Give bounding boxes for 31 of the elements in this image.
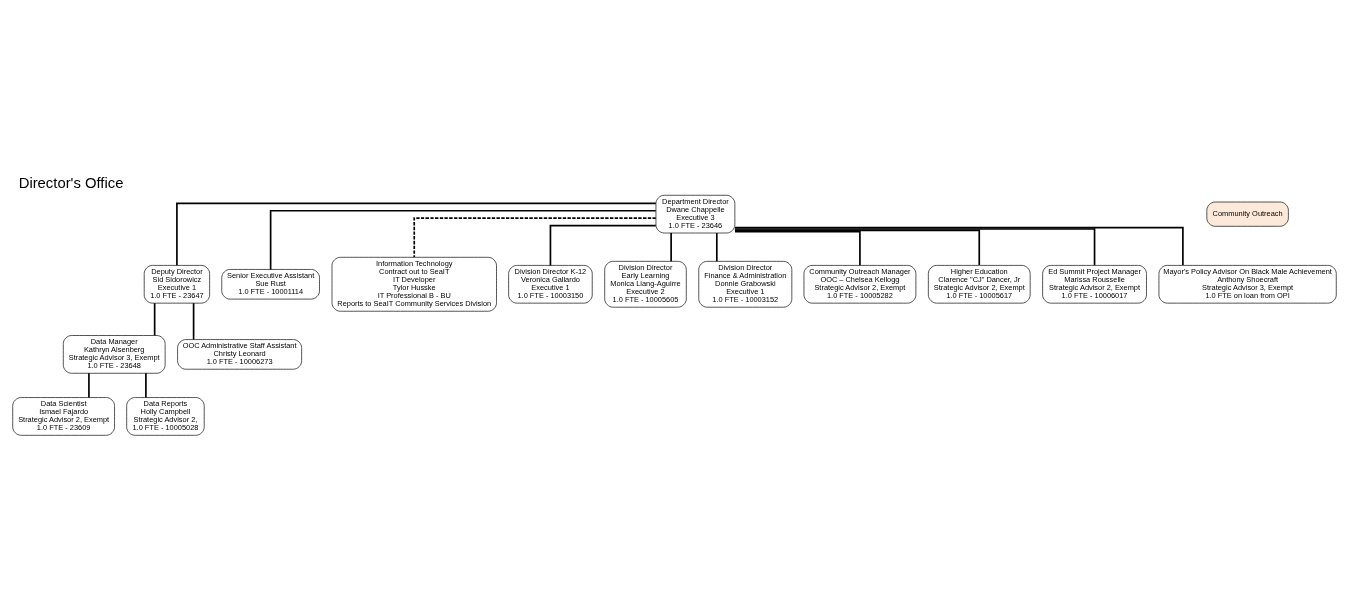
- connector: [549, 224, 657, 266]
- node-box: Data Reports Holly Campbell Strategic Advisor 2, 1.0 FTE - 10005028: [126, 396, 205, 436]
- connector: [176, 202, 657, 266]
- connector: [192, 301, 195, 340]
- connector: [153, 301, 156, 336]
- connector: [269, 209, 657, 270]
- node-box: Division Director K-12 Veronica Gallardo Executive 1 1.0 FTE - 10003150: [508, 264, 593, 303]
- node-box: Community Outreach Manager OOC – Chelsea Kellogg Strategic Advisor 2, Exempt 1.0 FTE - 10005282: [803, 264, 917, 303]
- connector: [734, 229, 981, 266]
- connector: [413, 216, 657, 258]
- connector: [670, 231, 672, 262]
- connector: [734, 227, 1096, 266]
- node-box: Data Manager Kathryn Aisenberg Strategic Advisor 3, Exempt 1.0 FTE - 23648: [62, 334, 166, 374]
- node-box: Ed Summit Project Manager Marissa Rousselle Strategic Advisor 2, Exempt 1.0 FTE - 10006017: [1042, 264, 1147, 303]
- node-box: Senior Executive Assistant Sue Rust 1.0 FTE - 10001114: [221, 268, 320, 299]
- connector: [88, 372, 90, 398]
- node-box: Higher Education Clarence "CJ" Dancer, Jr Strategic Advisor 2, Exempt 1.0 FTE - 10005617: [928, 264, 1031, 303]
- node-box: Information Technology Contract out to SeaIT IT Developer Tylor Husske IT Professional B - BU Reports to SeaIT Community Services Division: [331, 256, 497, 312]
- connector: [734, 226, 1184, 266]
- node-box: Data Scientist Ismael Fajardo Strategic Advisor 2, Exempt 1.0 FTE - 23609: [12, 396, 115, 436]
- node-box: OOC Administrative Staff Assistant Christy Leonard 1.0 FTE - 10006273: [177, 338, 302, 370]
- node-box: Department Director Dwane Chappelle Executive 3 1.0 FTE - 23646: [655, 194, 736, 233]
- connector: [715, 231, 718, 262]
- node-box: Deputy Director Sid Sidorowicz Executive 1 1.0 FTE - 23647: [143, 264, 210, 303]
- diagram-title: Director's Office: [18, 174, 124, 191]
- connector: [734, 230, 861, 266]
- node-box: Community Outreach: [1206, 201, 1289, 227]
- node-box: Division Director Finance & Administration Donnie Grabowski Executive 1 1.0 FTE - 10003152: [698, 260, 793, 308]
- connector: [145, 372, 147, 398]
- node-box: Division Director Early Learning Monica Liang-Aguirre Executive 2 1.0 FTE - 10005605: [604, 260, 687, 308]
- node-box: Mayor's Policy Advisor On Black Male Achievement Anthony Shoecraft Strategic Advisor 3, Exempt 1.0 FTE on loan from OPI: [1158, 264, 1337, 303]
